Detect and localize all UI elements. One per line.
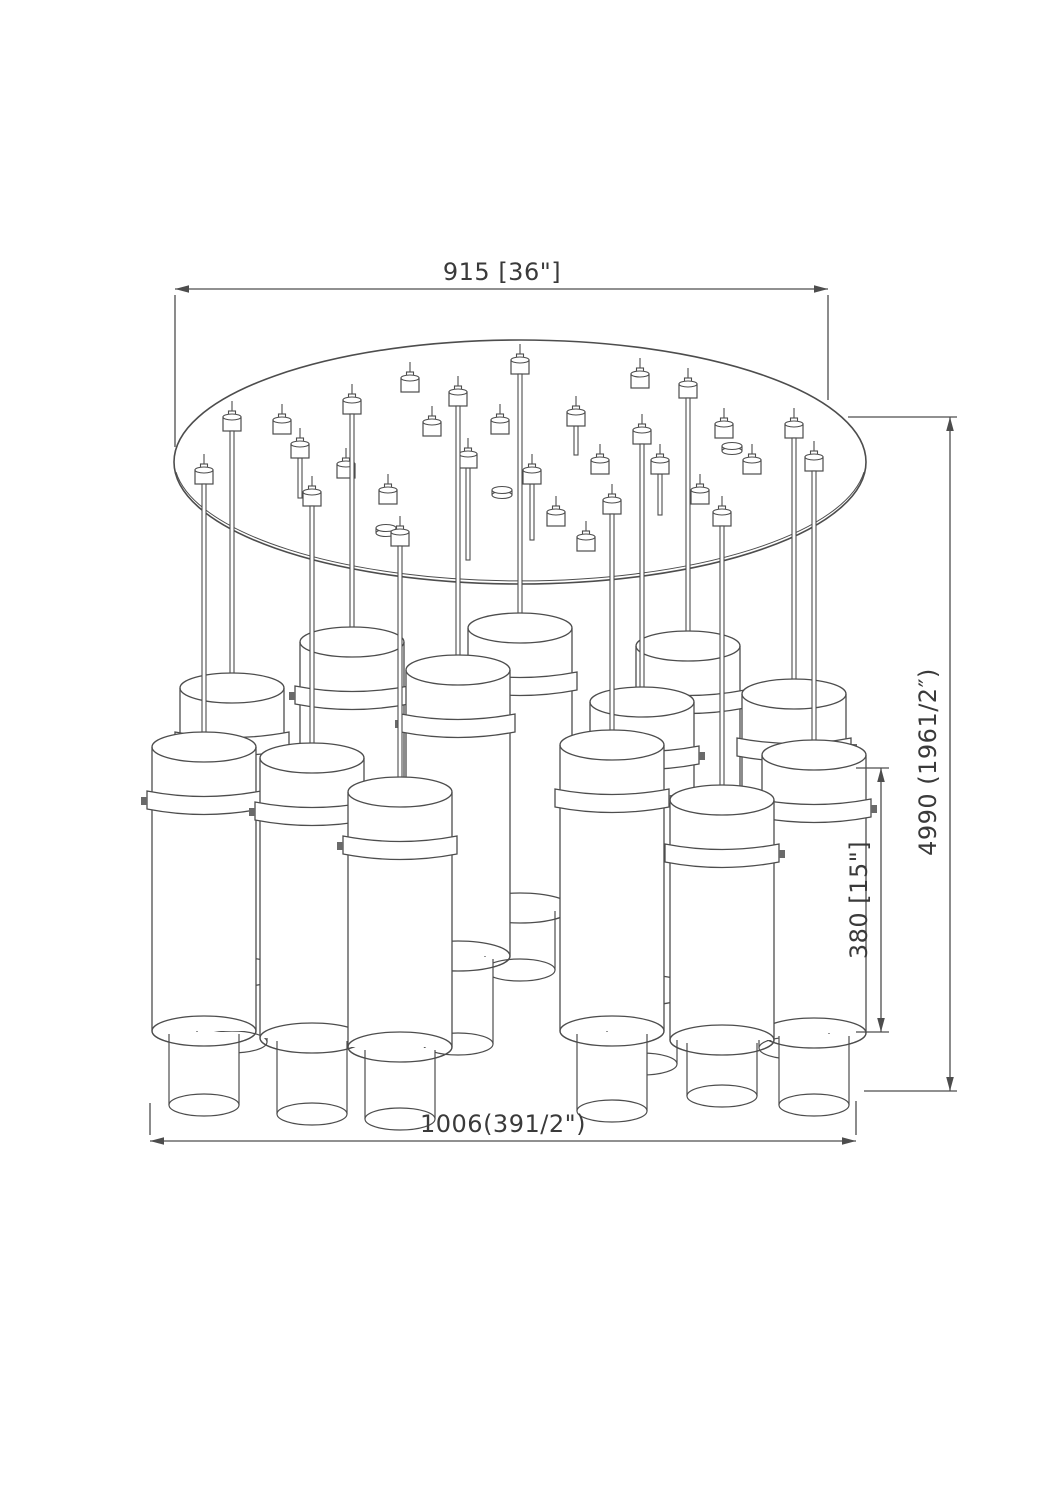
arrowhead-icon <box>842 1137 856 1145</box>
cord-grip <box>302 476 322 507</box>
cord-grip <box>712 496 732 527</box>
arrowhead-icon <box>150 1137 164 1145</box>
pendant <box>756 470 877 1117</box>
fixture-width-label: 1006(391/2") <box>420 1110 586 1138</box>
cord-grip <box>546 496 566 527</box>
dimension-canopy-width: 915 [36"] <box>174 258 829 447</box>
cord-grip <box>342 384 362 415</box>
cord-grip <box>566 396 586 427</box>
cord-grip <box>576 521 596 552</box>
cord-grip <box>714 408 734 439</box>
pendant <box>554 513 675 1123</box>
cord-grip <box>690 474 710 505</box>
dimension-fixture-width: 1006(391/2") <box>149 1101 857 1145</box>
cord-grip <box>650 444 670 475</box>
arrowhead-icon <box>175 285 189 293</box>
dimension-annotations: 915 [36"] 4990 (1961/2″) 380 [15"] <box>149 258 957 1145</box>
cord-grip <box>510 344 530 375</box>
arrowhead-icon <box>946 417 954 431</box>
cord-grip <box>272 404 292 435</box>
cord-grip <box>378 474 398 505</box>
dimension-overall-height: 4990 (1961/2″) <box>848 416 957 1092</box>
canopy-width-label: 915 [36"] <box>443 258 561 286</box>
cord-grip <box>522 454 542 485</box>
cord-grip <box>804 441 824 472</box>
pendant <box>141 483 262 1117</box>
shade-height-label: 380 [15"] <box>845 841 873 959</box>
suspension-rod <box>657 473 663 516</box>
cord-grip <box>458 438 478 469</box>
canopy-disc <box>721 441 743 456</box>
cord-grip <box>400 362 420 393</box>
cord-grip <box>448 376 468 407</box>
suspension-rod <box>297 457 303 499</box>
suspension-rod <box>465 467 471 561</box>
cord-grip <box>222 401 242 432</box>
pendant <box>249 505 370 1126</box>
cord-grip <box>784 408 804 439</box>
cord-grip <box>742 444 762 475</box>
cord-grip <box>678 368 698 399</box>
cord-grip <box>632 414 652 445</box>
cord-grip <box>422 406 442 437</box>
cord-grip <box>290 428 310 459</box>
pendant <box>337 545 458 1131</box>
arrowhead-icon <box>946 1077 954 1091</box>
arrowhead-icon <box>877 768 885 782</box>
overall-height-label: 4990 (1961/2″) <box>914 668 942 856</box>
suspension-rod <box>573 425 579 456</box>
chandelier-fixture <box>141 339 877 1131</box>
cord-grip <box>630 358 650 389</box>
suspension-rod <box>529 483 535 541</box>
cord-grip <box>590 444 610 475</box>
cord-grip <box>602 484 622 515</box>
pendant <box>664 525 785 1108</box>
canopy-disc <box>491 485 513 500</box>
arrowhead-icon <box>814 285 828 293</box>
dimension-shade-height: 380 [15"] <box>845 767 889 1033</box>
cord-grip <box>490 404 510 435</box>
arrowhead-icon <box>877 1018 885 1032</box>
